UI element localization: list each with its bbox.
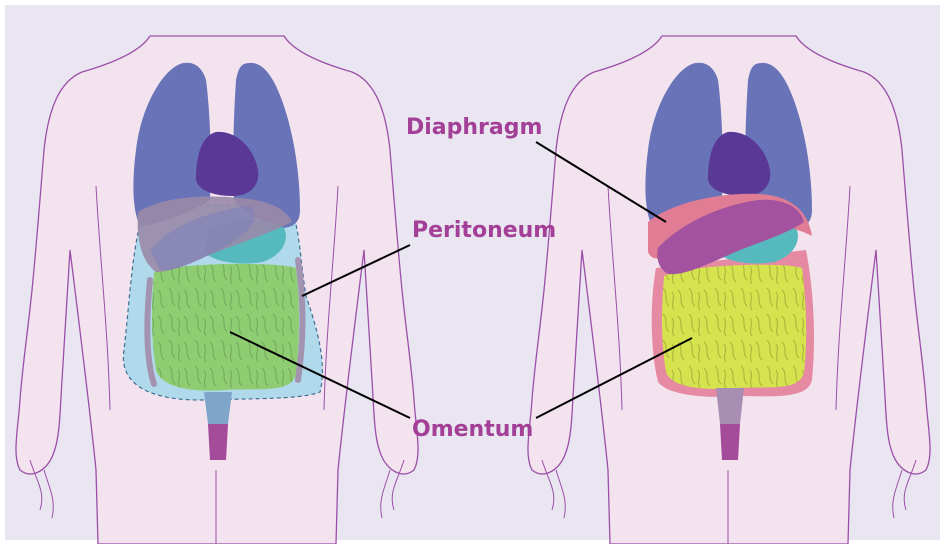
peritoneum-label: Peritoneum	[412, 218, 556, 243]
left-bladder	[208, 424, 228, 460]
right-intestines-texture	[662, 265, 806, 389]
right-bladder	[720, 424, 740, 460]
diaphragm-label: Diaphragm	[406, 115, 542, 140]
left-rectum	[204, 392, 232, 424]
left-intestines-texture	[152, 264, 299, 391]
omentum-label: Omentum	[412, 417, 533, 442]
right-rectum	[716, 388, 744, 424]
